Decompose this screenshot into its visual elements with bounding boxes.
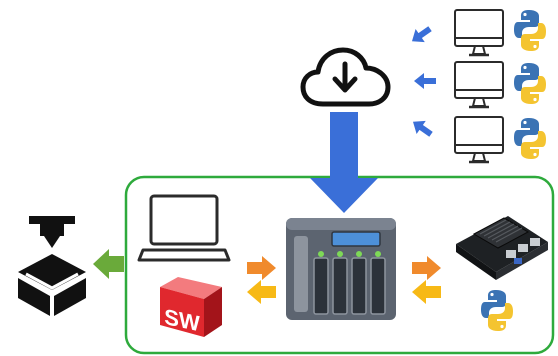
blue-arrow-left — [408, 115, 436, 141]
blue-arrow-left — [414, 73, 436, 89]
blue-arrow-left — [407, 22, 435, 48]
blue-arrow-down — [310, 112, 378, 213]
nas-server-icon — [286, 218, 396, 320]
monitor-icon — [453, 60, 505, 109]
green-arrow-left — [93, 249, 124, 279]
yellow-arrow-left — [247, 280, 276, 304]
python-logo-icon — [481, 290, 513, 331]
orange-arrow-right — [247, 256, 276, 280]
3d-printer-icon — [18, 216, 86, 316]
monitor-icon — [453, 8, 505, 57]
orange-arrow-right — [412, 256, 441, 280]
python-logo-icon — [514, 10, 546, 51]
solidworks-logo-icon: SW — [160, 277, 222, 337]
python-logo-icon — [514, 63, 546, 104]
yellow-arrow-left — [412, 280, 441, 304]
client-stations — [453, 8, 546, 164]
cloud-download-icon — [300, 47, 391, 107]
python-logo-icon — [514, 118, 546, 159]
laptop-icon — [137, 194, 231, 262]
jetson-board-icon — [456, 216, 548, 280]
monitor-icon — [453, 115, 505, 164]
